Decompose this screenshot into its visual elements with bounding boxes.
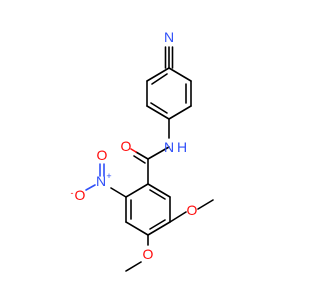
nitro-n-label: N (96, 173, 106, 189)
nitro-o-double-label: O (97, 147, 108, 163)
methoxy4-o-label: O (143, 246, 154, 262)
n-carbonyl-bond (147, 146, 170, 160)
methoxy5-o-label: O (187, 202, 198, 218)
molecule-drawing: N N H O N + O O - O O (71, 29, 214, 272)
nitrile-n-label: N (164, 29, 174, 45)
structure-canvas: N N H O N + O O - O O (71, 29, 214, 272)
carbonyl-double-bond (133, 151, 149, 164)
nitro-n-o-single-bond (85, 184, 96, 191)
nitro-n-o-double-bond (99, 163, 105, 177)
nitro-o-charge: - (71, 188, 74, 198)
amide-n-label: N (164, 139, 174, 155)
ring-o5-bond (169, 211, 187, 223)
benzoyl-ring (125, 183, 171, 236)
cyanophenyl-ring (146, 67, 192, 120)
carbonyl-o-label: O (121, 138, 132, 154)
ring-nitro-bond (110, 187, 127, 198)
nitrile-triple-bond (164, 46, 174, 69)
o4-methyl-bond (125, 261, 142, 272)
nitro-o-single-label: O (75, 187, 86, 203)
o5-methyl-bond (197, 199, 214, 210)
amide-h-label: H (177, 139, 187, 155)
nitro-n-charge: + (106, 171, 111, 181)
carbonyl-o-segment (130, 148, 137, 153)
